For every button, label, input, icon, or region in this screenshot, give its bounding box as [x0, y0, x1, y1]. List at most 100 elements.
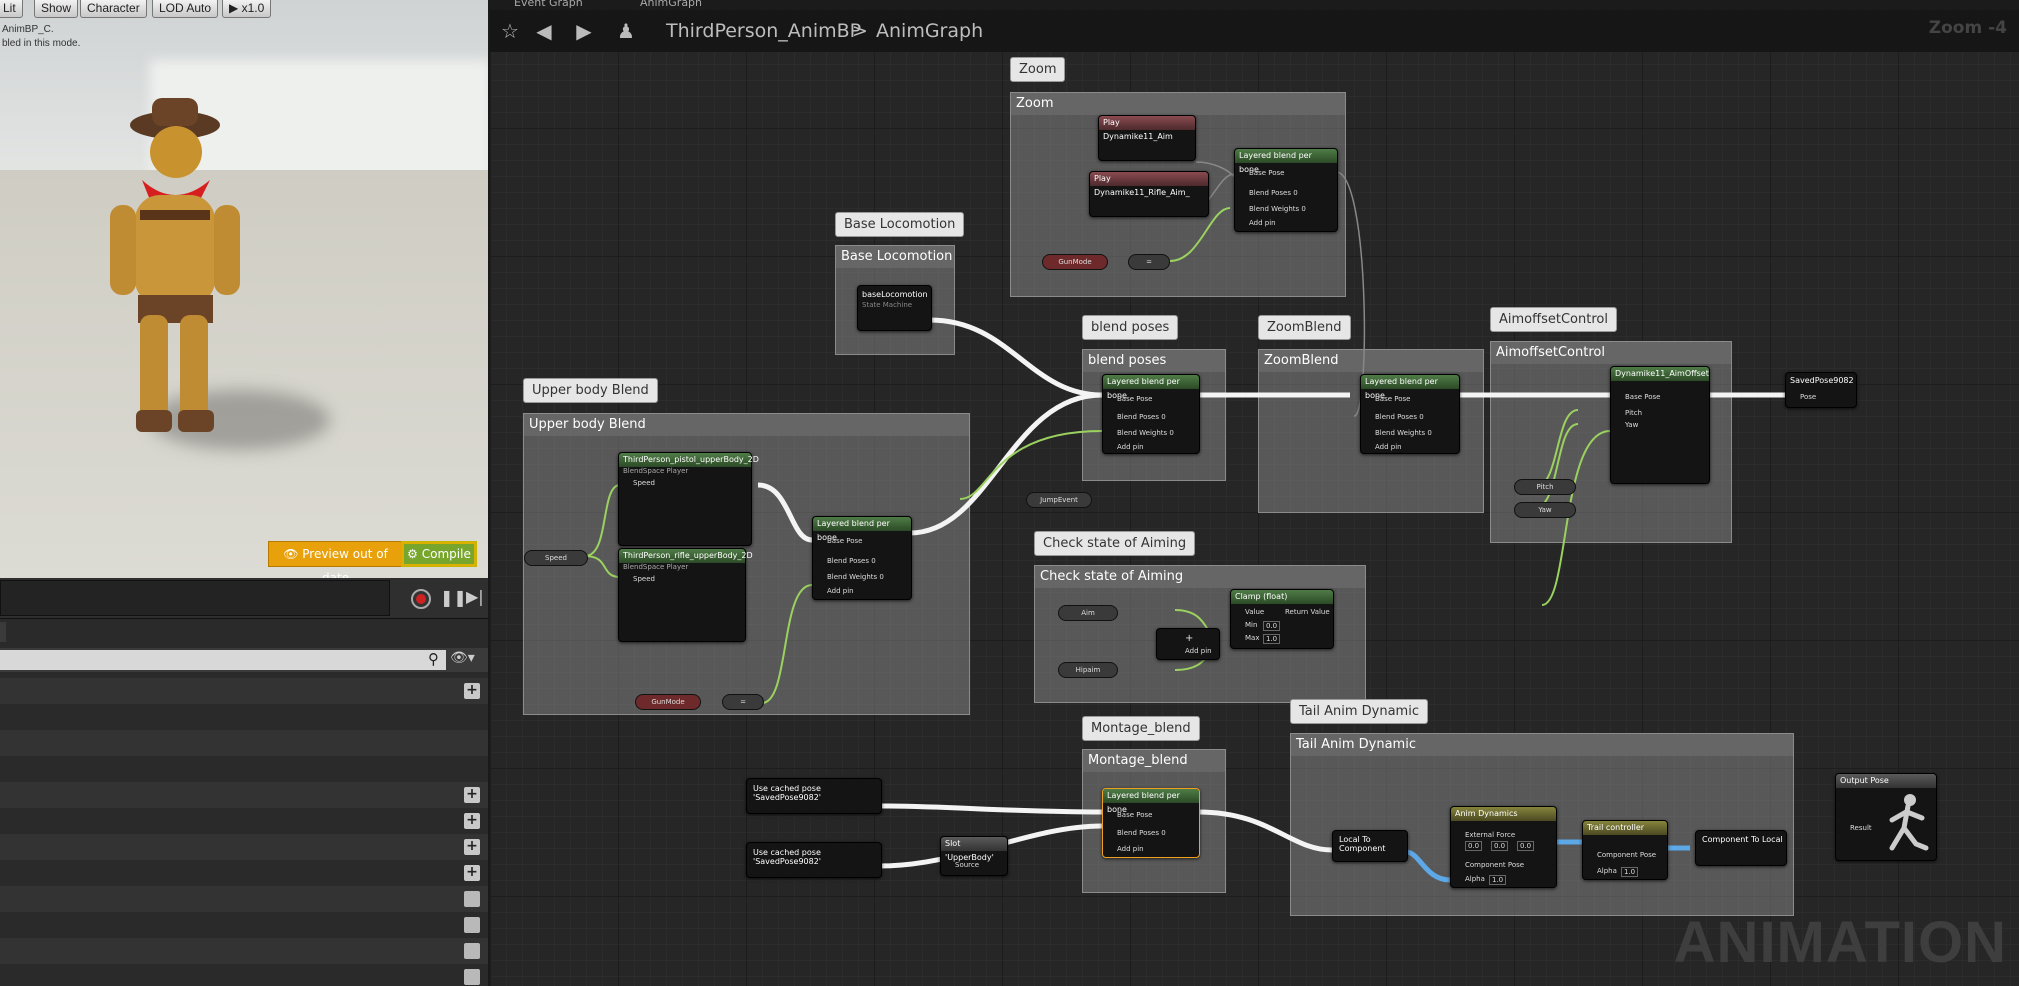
anim-dynamics-node[interactable]: Anim Dynamics External Force 0.0 0.0 0.0…	[1450, 806, 1557, 888]
pause-button[interactable]: ❚❚	[440, 588, 467, 607]
character-button[interactable]: Character	[80, 0, 147, 18]
add-icon[interactable]: +	[464, 865, 480, 881]
compile-button[interactable]: ⚙ Compile	[401, 541, 477, 567]
list-item[interactable]: +	[0, 808, 488, 834]
cached-pose-node[interactable]: Use cached pose 'SavedPose9082'	[746, 842, 882, 878]
add-icon[interactable]: +	[464, 787, 480, 803]
list-item[interactable]	[0, 964, 488, 986]
component-to-local-node[interactable]: Component To Local	[1695, 830, 1787, 866]
pin-label: Min	[1245, 621, 1258, 629]
favorite-star-icon[interactable]: ☆	[501, 19, 519, 43]
cached-pose-node[interactable]: Use cached pose 'SavedPose9082'	[746, 778, 882, 814]
expand-icon[interactable]	[464, 891, 480, 907]
add-icon[interactable]: +	[464, 683, 480, 699]
list-item	[0, 730, 488, 756]
slot-node[interactable]: Slot 'UpperBody' Source	[940, 836, 1008, 876]
gunmode-variable[interactable]: GunMode	[635, 694, 701, 710]
comment-bubble-upper-body[interactable]: Upper body Blend	[523, 378, 658, 403]
step-forward-button[interactable]: ▶|	[466, 587, 484, 606]
breadcrumb-current[interactable]: AnimGraph	[876, 20, 984, 42]
list-item[interactable]	[0, 938, 488, 964]
list-item[interactable]: +	[0, 834, 488, 860]
lod-button[interactable]: LOD Auto	[152, 0, 219, 18]
equals-node[interactable]: =	[1128, 254, 1170, 270]
pistol-blendspace-node[interactable]: ThirdPerson_pistol_upperBody_2D BlendSpa…	[618, 452, 759, 546]
play-aim-node[interactable]: Play Dynamike11_Aim	[1098, 115, 1196, 161]
list-item[interactable]: +	[0, 678, 488, 704]
list-item[interactable]	[0, 912, 488, 938]
layered-blend-zoom-node[interactable]: Layered blend per bone Base Pose Blend P…	[1234, 148, 1338, 232]
anim-graph-canvas[interactable]: Event Graph AnimGraph ☆ ◀ ▶ ♟ ThirdPerso…	[490, 0, 2019, 986]
expand-icon[interactable]	[464, 917, 480, 933]
jump-event-variable[interactable]: JumpEvent	[1026, 492, 1092, 508]
alpha-input[interactable]: 1.0	[1489, 875, 1507, 885]
layered-blend-upper-node[interactable]: Layered blend per bone Base Pose Blend P…	[812, 516, 912, 600]
layered-blend-poses-node[interactable]: Layered blend per bone Base Pose Blend P…	[1102, 374, 1200, 454]
comment-base-locomotion[interactable]: Base Locomotion	[835, 245, 955, 355]
speed-variable[interactable]: Speed	[524, 550, 588, 566]
pin-label: Pose	[1800, 393, 1817, 401]
add-icon[interactable]: +	[464, 839, 480, 855]
tab-stub[interactable]	[0, 622, 6, 642]
min-input[interactable]: 0.0	[1263, 621, 1281, 631]
play-speed-button[interactable]: ▶ x1.0	[222, 0, 272, 18]
pitch-variable[interactable]: Pitch	[1514, 479, 1576, 495]
comment-bubble-blend-poses[interactable]: blend poses	[1082, 315, 1179, 340]
record-button[interactable]	[411, 589, 431, 609]
pin-label: Blend Weights 0	[1375, 429, 1432, 437]
play-rifle-aim-node[interactable]: Play Dynamike11_Rifle_Aim_	[1089, 171, 1209, 217]
base-locomotion-node[interactable]: baseLocomotion State Machine	[857, 285, 932, 331]
lit-button[interactable]: Lit	[0, 0, 23, 18]
node-subtitle: BlendSpace Player	[623, 563, 689, 571]
timeline-scrubber[interactable]	[0, 580, 390, 616]
list-item[interactable]: +	[0, 782, 488, 808]
search-input[interactable]	[0, 650, 446, 670]
comment-bubble-check-aiming[interactable]: Check state of Aiming	[1034, 531, 1196, 556]
layered-blend-montage-node[interactable]: Layered blend per bone Base Pose Blend P…	[1102, 788, 1200, 858]
gunmode-variable[interactable]: GunMode	[1042, 254, 1108, 270]
comment-bubble-base-locomotion[interactable]: Base Locomotion	[835, 212, 965, 237]
exec-wire	[1197, 809, 1333, 853]
comment-bubble-aimoffset[interactable]: AimoffsetControl	[1490, 307, 1617, 332]
force-x-input[interactable]: 0.0	[1465, 841, 1483, 851]
breadcrumb-root[interactable]: ThirdPerson_AnimBP	[666, 20, 862, 42]
add-node[interactable]: + Add pin	[1156, 628, 1220, 660]
node-title: Play Dynamike11_Aim	[1099, 116, 1195, 141]
component-wire	[1405, 849, 1451, 883]
search-icon[interactable]: ⚲	[428, 650, 439, 668]
preview-viewport[interactable]: Lit Show Character LOD Auto ▶ x1.0 AnimB…	[0, 0, 488, 578]
clamp-node[interactable]: Clamp (float) Value Return Value Min 0.0…	[1230, 589, 1334, 649]
aim-variable[interactable]: Aim	[1058, 605, 1118, 621]
search-bar[interactable]: ⚲ 👁▾	[0, 648, 488, 672]
comment-bubble-zoom-blend[interactable]: ZoomBlend	[1258, 315, 1351, 340]
comment-bubble-tail-anim[interactable]: Tail Anim Dynamic	[1290, 699, 1428, 724]
hipaim-variable[interactable]: Hipaim	[1058, 662, 1118, 678]
forward-arrow-icon[interactable]: ▶	[576, 19, 592, 43]
rifle-blendspace-node[interactable]: ThirdPerson_rifle_upperBody_2D BlendSpac…	[618, 548, 753, 642]
list-item[interactable]: +	[0, 860, 488, 886]
comment-bubble-montage-blend[interactable]: Montage_blend	[1082, 716, 1200, 741]
local-to-component-node[interactable]: Local To Component	[1332, 830, 1408, 862]
preview-out-of-date-button[interactable]: 👁 Preview out of date	[268, 541, 403, 578]
show-button[interactable]: Show	[34, 0, 79, 18]
output-pose-node[interactable]: Output Pose Result	[1835, 773, 1937, 861]
layered-blend-zoomblend-node[interactable]: Layered blend per bone Base Pose Blend P…	[1360, 374, 1460, 454]
aimoffset-node[interactable]: Dynamike11_AimOffset Base Pose Pitch Yaw	[1610, 366, 1710, 484]
tab-event-graph[interactable]: Event Graph	[514, 0, 583, 9]
equals-node[interactable]: =	[722, 694, 764, 710]
trail-controller-node[interactable]: Trail controller Component Pose Alpha 1.…	[1582, 820, 1668, 880]
max-input[interactable]: 1.0	[1263, 634, 1281, 644]
comment-bubble-zoom[interactable]: Zoom	[1010, 57, 1066, 82]
tab-anim-graph[interactable]: AnimGraph	[640, 0, 703, 9]
back-arrow-icon[interactable]: ◀	[536, 19, 552, 43]
expand-icon[interactable]	[464, 969, 480, 985]
list-item[interactable]	[0, 886, 488, 912]
expand-icon[interactable]	[464, 943, 480, 959]
saved-pose-node[interactable]: SavedPose9082 Pose	[1785, 372, 1857, 408]
force-y-input[interactable]: 0.0	[1491, 841, 1509, 851]
visibility-eye-icon[interactable]: 👁▾	[450, 650, 475, 666]
yaw-variable[interactable]: Yaw	[1514, 502, 1576, 518]
add-icon[interactable]: +	[464, 813, 480, 829]
force-z-input[interactable]: 0.0	[1517, 841, 1535, 851]
alpha-input[interactable]: 1.0	[1621, 867, 1639, 877]
